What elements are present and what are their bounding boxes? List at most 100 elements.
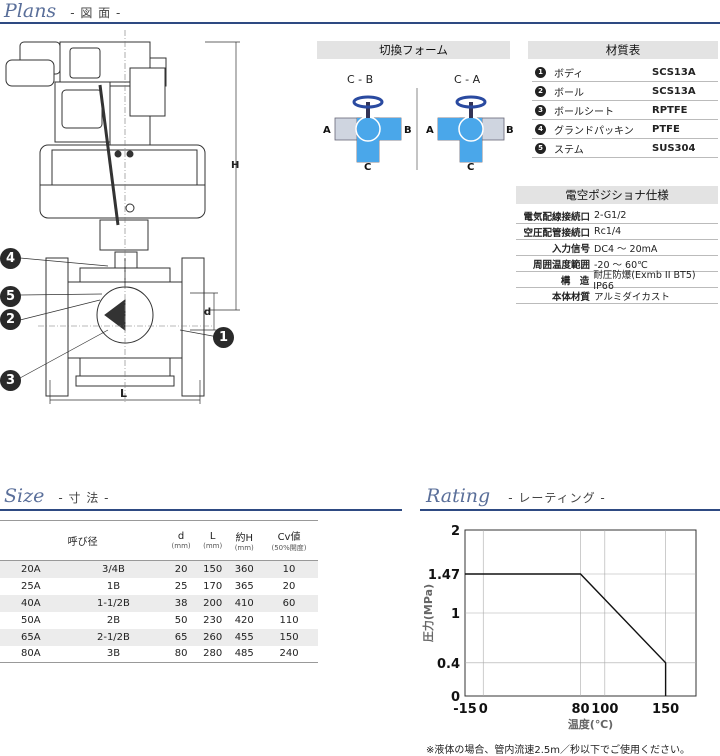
size-row: 65A 2-1/2B 65 260 455 150 [0,628,318,646]
size-cell: 3/4B [101,563,125,575]
x-tick-label: 100 [591,702,618,717]
material-row: 4 グランドパッキン PTFE [532,120,718,139]
x-axis-label: 温度(℃) [568,717,613,731]
size-rule [0,509,402,511]
size-cell: 260 [203,631,223,643]
size-cell: 10 [282,563,296,575]
callout-2: 2 [0,309,21,330]
material-part: グランドパッキン [554,125,634,137]
positioner-row: 構 造 耐圧防爆(Exmb II BT5) IP66 [516,270,718,292]
size-cell: 20 [174,563,188,575]
positioner-row: 入力信号 DC4 ～ 20mA [516,240,718,256]
switching-diagrams: A B C A B C [323,88,514,170]
material-row: 1 ボディ SCS13A [532,63,718,82]
size-cell: 60 [282,597,296,609]
material-value: SUS304 [652,142,696,154]
material-row: 2 ボール SCS13A [532,82,718,101]
positioner-value: 耐圧防爆(Exmb II BT5) IP66 [593,270,696,292]
size-cell: 230 [203,614,223,626]
y-tick-label: 1 [451,607,460,622]
th-d: d(mm) [165,520,197,561]
callout-5: 5 [0,286,21,307]
x-tick-label: 150 [652,702,679,717]
th-cv: Cv値(50%開度) [260,520,318,561]
plans-rule [0,22,720,24]
material-num: 2 [535,85,546,97]
size-cell: 455 [234,631,254,643]
positioner-key: 空圧配管接続口 [523,227,590,239]
size-cell: 25 [174,580,188,592]
positioner-row: 空圧配管接続口 Rc1/4 [516,224,718,240]
material-part: ボールシート [554,106,614,118]
ca-port-c: C [467,162,474,170]
positioner-value: Rc1/4 [594,226,622,237]
x-tick-label: 80 [571,702,589,717]
y-tick-label: 2 [451,524,460,539]
positioner-value: -20 ～ 60℃ [594,259,648,271]
material-num: 5 [535,142,546,154]
y-tick-label: 1.47 [428,568,460,583]
switching-title: 切換フォーム [317,41,510,59]
th-l: L(mm) [196,520,229,561]
size-cell: 2-1/2B [96,631,130,643]
size-cell: 420 [234,614,254,626]
size-cell: 110 [279,614,299,626]
size-cell: 2B [106,614,121,626]
material-value: SCS13A [652,66,696,78]
positioner-row: 本体材質 アルミダイカスト [516,288,718,304]
size-cell: 410 [234,597,254,609]
size-cell: 200 [203,597,223,609]
material-value: PTFE [652,123,680,135]
material-row: 3 ボールシート RPTFE [532,101,718,120]
dim-h-label: H [231,160,239,171]
material-part: ボール [554,87,584,99]
rating-series-line [465,573,667,696]
size-cell: 20 [282,580,296,592]
valve-drawing: H d L [5,30,240,404]
size-cell: 38 [174,597,188,609]
positioner-key: 構 造 [560,275,590,287]
size-cell: 25A [21,580,41,592]
size-cell: 150 [279,631,299,643]
size-cell: 65A [21,631,41,643]
size-cell: 80A [0,645,62,663]
y-tick-label: 0.4 [437,657,460,672]
ca-port-b: B [506,125,514,136]
switch-label-cb: C - B [347,73,374,86]
material-num: 1 [535,66,546,78]
cb-port-a: A [323,125,331,136]
material-num: 3 [535,104,546,116]
positioner-title: 電空ポジショナ仕様 [516,186,718,204]
material-num: 4 [535,123,546,135]
positioner-key: 本体材質 [551,291,590,303]
y-tick-label: 0 [451,690,460,705]
x-tick-label: 0 [479,702,488,717]
th-h: 約H(mm) [228,520,261,561]
positioner-row: 周囲温度範囲 -20 ～ 60℃ [516,256,718,272]
size-row: 50A 2B 50 230 420 110 [0,612,318,629]
x-tick-label: -15 [453,702,477,717]
y-axis-label: 圧力(MPa) [421,584,435,642]
cb-port-b: B [404,125,412,136]
material-value: RPTFE [652,104,688,116]
positioner-value: DC4 ～ 20mA [594,243,658,255]
size-cell: 280 [196,645,229,663]
size-cell: 1-1/2B [96,597,130,609]
positioner-key: 周囲温度範囲 [532,259,590,271]
size-cell: 50A [21,614,41,626]
ca-port-a: A [426,125,434,136]
plans-title: Plans - 図 面 - [4,0,122,22]
th-nominal: 呼び径 [0,520,166,561]
positioner-value: アルミダイカスト [594,291,670,303]
size-cell: 50 [174,614,188,626]
dim-l-label: L [120,387,127,400]
size-cell: 65 [174,631,188,643]
switch-label-ca: C - A [454,73,481,86]
size-cell: 150 [203,563,223,575]
material-part: ステム [554,144,584,156]
